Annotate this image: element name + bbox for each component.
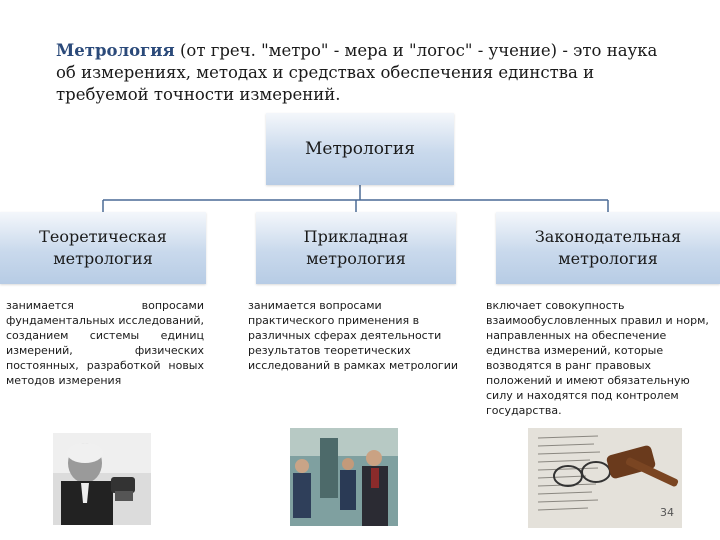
branch-title-line1: Теоретическая (39, 227, 167, 246)
root-node-label: Метрология (305, 139, 415, 159)
intro-paragraph: Метрология (от греч. "метро" - мера и "л… (56, 40, 666, 106)
branch-title-line1: Законодательная (534, 227, 682, 246)
gavel-photo (528, 428, 682, 528)
intro-definition: (от греч. "метро" - мера и "логос" - уче… (56, 41, 658, 104)
branch-title-line1: Прикладная (303, 227, 409, 246)
workers-photo (290, 428, 398, 526)
scientist-photo (53, 433, 151, 525)
intro-term: Метрология (56, 41, 175, 60)
branch-description-theoretical: занимается вопросами фундаментальных исс… (6, 299, 204, 387)
branch-title-line2: метрология (306, 249, 406, 268)
branch-title-line2: метрология (558, 249, 658, 268)
branch-description-applied: занимается вопросами практического приме… (248, 299, 459, 372)
branch-description-legislative: включает совокупность взаимообусловленны… (486, 299, 709, 417)
branch-node-theoretical: Теоретическая метрология (0, 212, 206, 284)
root-node-metrology: Метрология (266, 113, 454, 185)
branch-node-legislative: Законодательная метрология (496, 212, 720, 284)
page-number: 34 (660, 506, 674, 519)
branch-title-line2: метрология (53, 249, 153, 268)
branch-node-applied: Прикладная метрология (256, 212, 456, 284)
